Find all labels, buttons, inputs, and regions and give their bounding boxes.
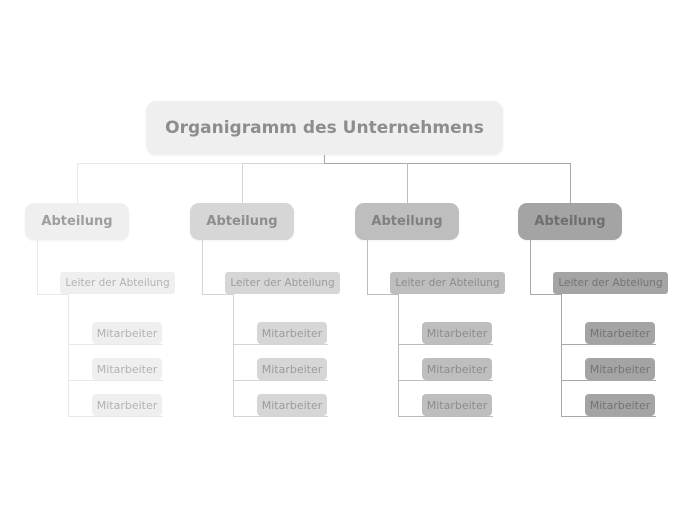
leader-label: Leiter der Abteilung xyxy=(65,277,170,289)
connector-employee-stub xyxy=(561,380,656,381)
connector-employee-stub xyxy=(398,344,493,345)
employee-label: Mitarbeiter xyxy=(261,326,323,340)
employee-node: Mitarbeiter xyxy=(585,358,655,380)
connector-trunk xyxy=(68,294,69,417)
department-node: Abteilung xyxy=(25,203,129,240)
department-node: Abteilung xyxy=(190,203,294,240)
connector-trunk xyxy=(561,294,562,417)
connector-leader-elbow xyxy=(530,294,562,295)
employee-node: Mitarbeiter xyxy=(257,322,327,344)
department-node: Abteilung xyxy=(518,203,622,240)
department-column: Abteilung Leiter der Abteilung Mitarbeit… xyxy=(25,203,175,419)
department-column: Abteilung Leiter der Abteilung Mitarbeit… xyxy=(518,203,668,419)
connector-employee-stub xyxy=(398,416,493,417)
employee-label: Mitarbeiter xyxy=(589,362,651,376)
employee-node: Mitarbeiter xyxy=(585,322,655,344)
root-node: Organigramm des Unternehmens xyxy=(146,101,503,155)
connector-employee-stub xyxy=(68,416,163,417)
connector-drop-dept-4 xyxy=(570,163,571,203)
connector-employee-stub xyxy=(233,344,328,345)
employee-label: Mitarbeiter xyxy=(589,398,651,412)
employee-label: Mitarbeiter xyxy=(96,362,158,376)
employee-label: Mitarbeiter xyxy=(96,398,158,412)
leader-label: Leiter der Abteilung xyxy=(230,277,335,289)
connector-title-stub xyxy=(324,155,325,163)
connector-drop-dept-1 xyxy=(77,163,78,203)
connector-employee-stub xyxy=(68,344,163,345)
chart-title: Organigramm des Unternehmens xyxy=(165,118,484,138)
employee-node: Mitarbeiter xyxy=(257,394,327,416)
employee-label: Mitarbeiter xyxy=(261,362,323,376)
department-label: Abteilung xyxy=(371,214,443,229)
connector-leader-elbow xyxy=(37,294,69,295)
employee-label: Mitarbeiter xyxy=(96,326,158,340)
employee-node: Mitarbeiter xyxy=(422,322,492,344)
connector-dept-to-leader xyxy=(530,240,531,294)
connector-dept-to-leader xyxy=(367,240,368,294)
employee-label: Mitarbeiter xyxy=(589,326,651,340)
department-column: Abteilung Leiter der Abteilung Mitarbeit… xyxy=(355,203,505,419)
leader-node: Leiter der Abteilung xyxy=(390,272,505,294)
connector-employee-stub xyxy=(68,380,163,381)
leader-node: Leiter der Abteilung xyxy=(225,272,340,294)
connector-employee-stub xyxy=(561,416,656,417)
leader-node: Leiter der Abteilung xyxy=(60,272,175,294)
department-column: Abteilung Leiter der Abteilung Mitarbeit… xyxy=(190,203,340,419)
employee-label: Mitarbeiter xyxy=(426,326,488,340)
employee-node: Mitarbeiter xyxy=(422,394,492,416)
connector-leader-elbow xyxy=(202,294,234,295)
employee-node: Mitarbeiter xyxy=(92,358,162,380)
connector-employee-stub xyxy=(398,380,493,381)
connector-leader-elbow xyxy=(367,294,399,295)
employee-label: Mitarbeiter xyxy=(426,398,488,412)
connector-drop-dept-2 xyxy=(242,163,243,203)
employee-node: Mitarbeiter xyxy=(585,394,655,416)
department-label: Abteilung xyxy=(41,214,113,229)
leader-node: Leiter der Abteilung xyxy=(553,272,668,294)
connector-employee-stub xyxy=(233,380,328,381)
connector-trunk xyxy=(233,294,234,417)
connector-employee-stub xyxy=(561,344,656,345)
connector-dept-to-leader xyxy=(37,240,38,294)
leader-label: Leiter der Abteilung xyxy=(395,277,500,289)
connector-employee-stub xyxy=(233,416,328,417)
connector-rail-right xyxy=(324,163,571,164)
employee-node: Mitarbeiter xyxy=(422,358,492,380)
connector-dept-to-leader xyxy=(202,240,203,294)
connector-trunk xyxy=(398,294,399,417)
employee-node: Mitarbeiter xyxy=(92,322,162,344)
department-node: Abteilung xyxy=(355,203,459,240)
connector-rail-mid xyxy=(242,163,325,164)
connector-drop-dept-3 xyxy=(407,163,408,203)
employee-node: Mitarbeiter xyxy=(92,394,162,416)
employee-label: Mitarbeiter xyxy=(426,362,488,376)
department-label: Abteilung xyxy=(534,214,606,229)
department-label: Abteilung xyxy=(206,214,278,229)
leader-label: Leiter der Abteilung xyxy=(558,277,663,289)
connector-rail-left xyxy=(77,163,243,164)
employee-node: Mitarbeiter xyxy=(257,358,327,380)
employee-label: Mitarbeiter xyxy=(261,398,323,412)
